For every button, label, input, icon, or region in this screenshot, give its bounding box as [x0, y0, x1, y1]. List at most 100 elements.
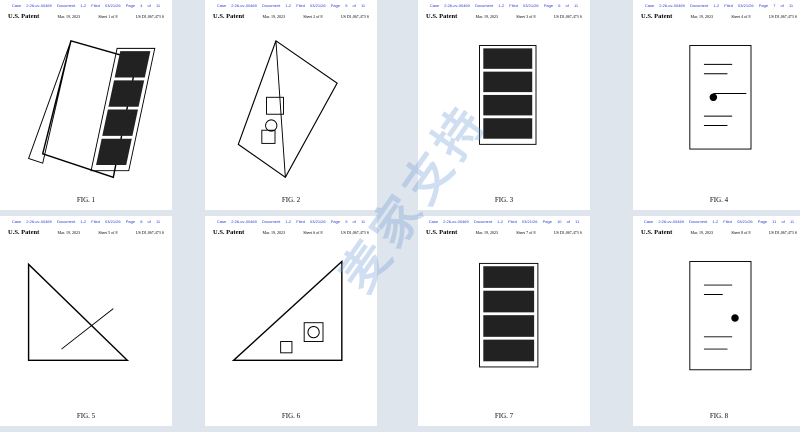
patent-drawing	[237, 39, 338, 179]
filed-date: Filed 03/21/26	[723, 219, 753, 224]
case-header: Case 2:26-cv-00469 Document 1-2 Filed 03…	[633, 219, 800, 224]
case-number: Case 2:26-cv-00469	[429, 3, 470, 8]
filed-date: Filed 03/21/26	[724, 3, 754, 8]
patent-header: U.S. Patent Mar. 19, 2023 Sheet 1 of 8 US D…	[8, 13, 164, 20]
patent-date: Mar. 19, 2023	[262, 14, 285, 19]
patent-header: U.S. Patent Mar. 19, 2023 Sheet 7 of 8 US D…	[426, 229, 582, 236]
figure-label: FIG. 2	[281, 196, 301, 204]
case-header: Case 2:26-cv-00469 Document 1-2 Filed 03…	[0, 3, 172, 8]
patent-sheet: Case 2:26-cv-00469 Document 1-2 Filed 03…	[633, 0, 800, 210]
document-number: Document 1-2	[690, 3, 720, 8]
patent-date: Mar. 19, 2023	[57, 230, 80, 235]
patent-header: U.S. Patent Mar. 19, 2023 Sheet 6 of 8 US D…	[213, 229, 369, 236]
patent-drawing	[479, 45, 537, 145]
patent-header: U.S. Patent Mar. 19, 2023 Sheet 5 of 8 US D…	[8, 229, 164, 236]
patent-sheet: Case 2:26-cv-00469 Document 1-2 Filed 03…	[205, 216, 377, 426]
patent-number: US D1,067,473 S	[135, 230, 164, 235]
case-number: Case 2:26-cv-00469	[11, 219, 52, 224]
figure-label: FIG. 8	[709, 412, 729, 420]
patent-date: Mar. 19, 2023	[262, 230, 285, 235]
sheet-number: Sheet 2 of 8	[303, 14, 323, 19]
case-header: Case 2:26-cv-00469 Document 1-2 Filed 03…	[205, 219, 377, 224]
patent-drawing	[689, 261, 752, 371]
case-header: Case 2:26-cv-00469 Document 1-2 Filed 03…	[633, 3, 800, 8]
sheet-number: Sheet 6 of 8	[303, 230, 323, 235]
patent-label: U.S. Patent	[641, 13, 673, 20]
patent-header: U.S. Patent Mar. 19, 2023 Sheet 4 of 8 US D…	[641, 13, 797, 20]
patent-number: US D1,067,473 S	[768, 230, 797, 235]
patent-label: U.S. Patent	[426, 229, 458, 236]
filed-date: Filed 03/21/26	[296, 3, 326, 8]
figure-label: FIG. 7	[494, 412, 514, 420]
document-number: Document 1-2	[473, 219, 504, 224]
sheet-number: Sheet 3 of 8	[516, 14, 536, 19]
patent-sheet: Case 2:26-cv-00469 Document 1-2 Filed 03…	[0, 216, 172, 426]
sheet-number: Sheet 4 of 8	[731, 14, 751, 19]
patent-label: U.S. Patent	[213, 229, 245, 236]
case-number: Case 2:26-cv-00469	[216, 219, 257, 224]
patent-label: U.S. Patent	[641, 229, 673, 236]
case-header: Case 2:26-cv-00469 Document 1-2 Filed 03…	[0, 219, 172, 224]
case-number: Case 2:26-cv-00469	[644, 3, 685, 8]
patent-header: U.S. Patent Mar. 19, 2023 Sheet 3 of 8 US D…	[426, 13, 582, 20]
case-number: Case 2:26-cv-00469	[643, 219, 684, 224]
case-header: Case 2:26-cv-00469 Document 1-2 Filed 03…	[418, 219, 590, 224]
patent-number: US D1,067,473 S	[553, 230, 582, 235]
patent-date: Mar. 19, 2023	[690, 230, 713, 235]
patent-label: U.S. Patent	[8, 13, 40, 20]
patent-drawing	[689, 45, 752, 150]
patent-date: Mar. 19, 2023	[57, 14, 80, 19]
filed-date: Filed 03/21/26	[508, 219, 538, 224]
sheet-number: Sheet 7 of 8	[516, 230, 536, 235]
page-number: Page 5 of 11	[330, 3, 366, 8]
page-number: Page 4 of 11	[125, 3, 161, 8]
filed-date: Filed 03/21/26	[509, 3, 539, 8]
document-number: Document 1-2	[57, 219, 87, 224]
patent-sheet: Case 2:26-cv-00469 Document 1-2 Filed 03…	[633, 216, 800, 426]
patent-date: Mar. 19, 2023	[690, 14, 713, 19]
document-number: Document 1-2	[689, 219, 719, 224]
patent-number: US D1,067,473 S	[553, 14, 582, 19]
figure-label: FIG. 5	[76, 412, 96, 420]
filed-date: Filed 03/21/26	[91, 3, 121, 8]
figure-label: FIG. 4	[709, 196, 729, 204]
figure-label: FIG. 1	[76, 196, 96, 204]
patent-header: U.S. Patent Mar. 19, 2023 Sheet 8 of 8 US D…	[641, 229, 797, 236]
patent-number: US D1,067,473 S	[768, 14, 797, 19]
patent-label: U.S. Patent	[8, 229, 40, 236]
document-number: Document 1-2	[475, 3, 505, 8]
patent-drawing	[27, 262, 130, 362]
filed-date: Filed 03/21/26	[91, 219, 121, 224]
case-header: Case 2:26-cv-00469 Document 1-2 Filed 03…	[205, 3, 377, 8]
patent-sheet: Case 2:26-cv-00469 Document 1-2 Filed 03…	[418, 216, 590, 426]
case-number: Case 2:26-cv-00469	[11, 3, 52, 8]
figure-label: FIG. 6	[281, 412, 301, 420]
page-number: Page 9 of 11	[330, 219, 366, 224]
patent-number: US D1,067,473 S	[135, 14, 164, 19]
figure-label: FIG. 3	[494, 196, 514, 204]
sheet-number: Sheet 1 of 8	[98, 14, 118, 19]
patent-drawing	[479, 262, 539, 368]
page-number: Page 7 of 11	[758, 3, 794, 8]
sheet-number: Sheet 5 of 8	[98, 230, 118, 235]
page-number: Page 6 of 11	[543, 3, 579, 8]
patent-label: U.S. Patent	[426, 13, 458, 20]
patent-date: Mar. 19, 2023	[475, 230, 498, 235]
patent-number: US D1,067,473 S	[340, 14, 369, 19]
patent-sheet: Case 2:26-cv-00469 Document 1-2 Filed 03…	[0, 0, 172, 210]
case-number: Case 2:26-cv-00469	[216, 3, 257, 8]
patent-label: U.S. Patent	[213, 13, 245, 20]
patent-sheet: Case 2:26-cv-00469 Document 1-2 Filed 03…	[205, 0, 377, 210]
sheet-number: Sheet 8 of 8	[731, 230, 751, 235]
case-number: Case 2:26-cv-00469	[428, 219, 469, 224]
patent-date: Mar. 19, 2023	[475, 14, 498, 19]
patent-drawing	[231, 259, 343, 362]
page-number: Page 8 of 11	[125, 219, 161, 224]
page-number: Page 10 of 11	[542, 219, 580, 224]
filed-date: Filed 03/21/26	[296, 219, 326, 224]
patent-number: US D1,067,473 S	[340, 230, 369, 235]
document-number: Document 1-2	[262, 219, 292, 224]
case-header: Case 2:26-cv-00469 Document 1-2 Filed 03…	[418, 3, 590, 8]
patent-drawing	[27, 39, 156, 179]
page-number: Page 11 of 11	[757, 219, 795, 224]
